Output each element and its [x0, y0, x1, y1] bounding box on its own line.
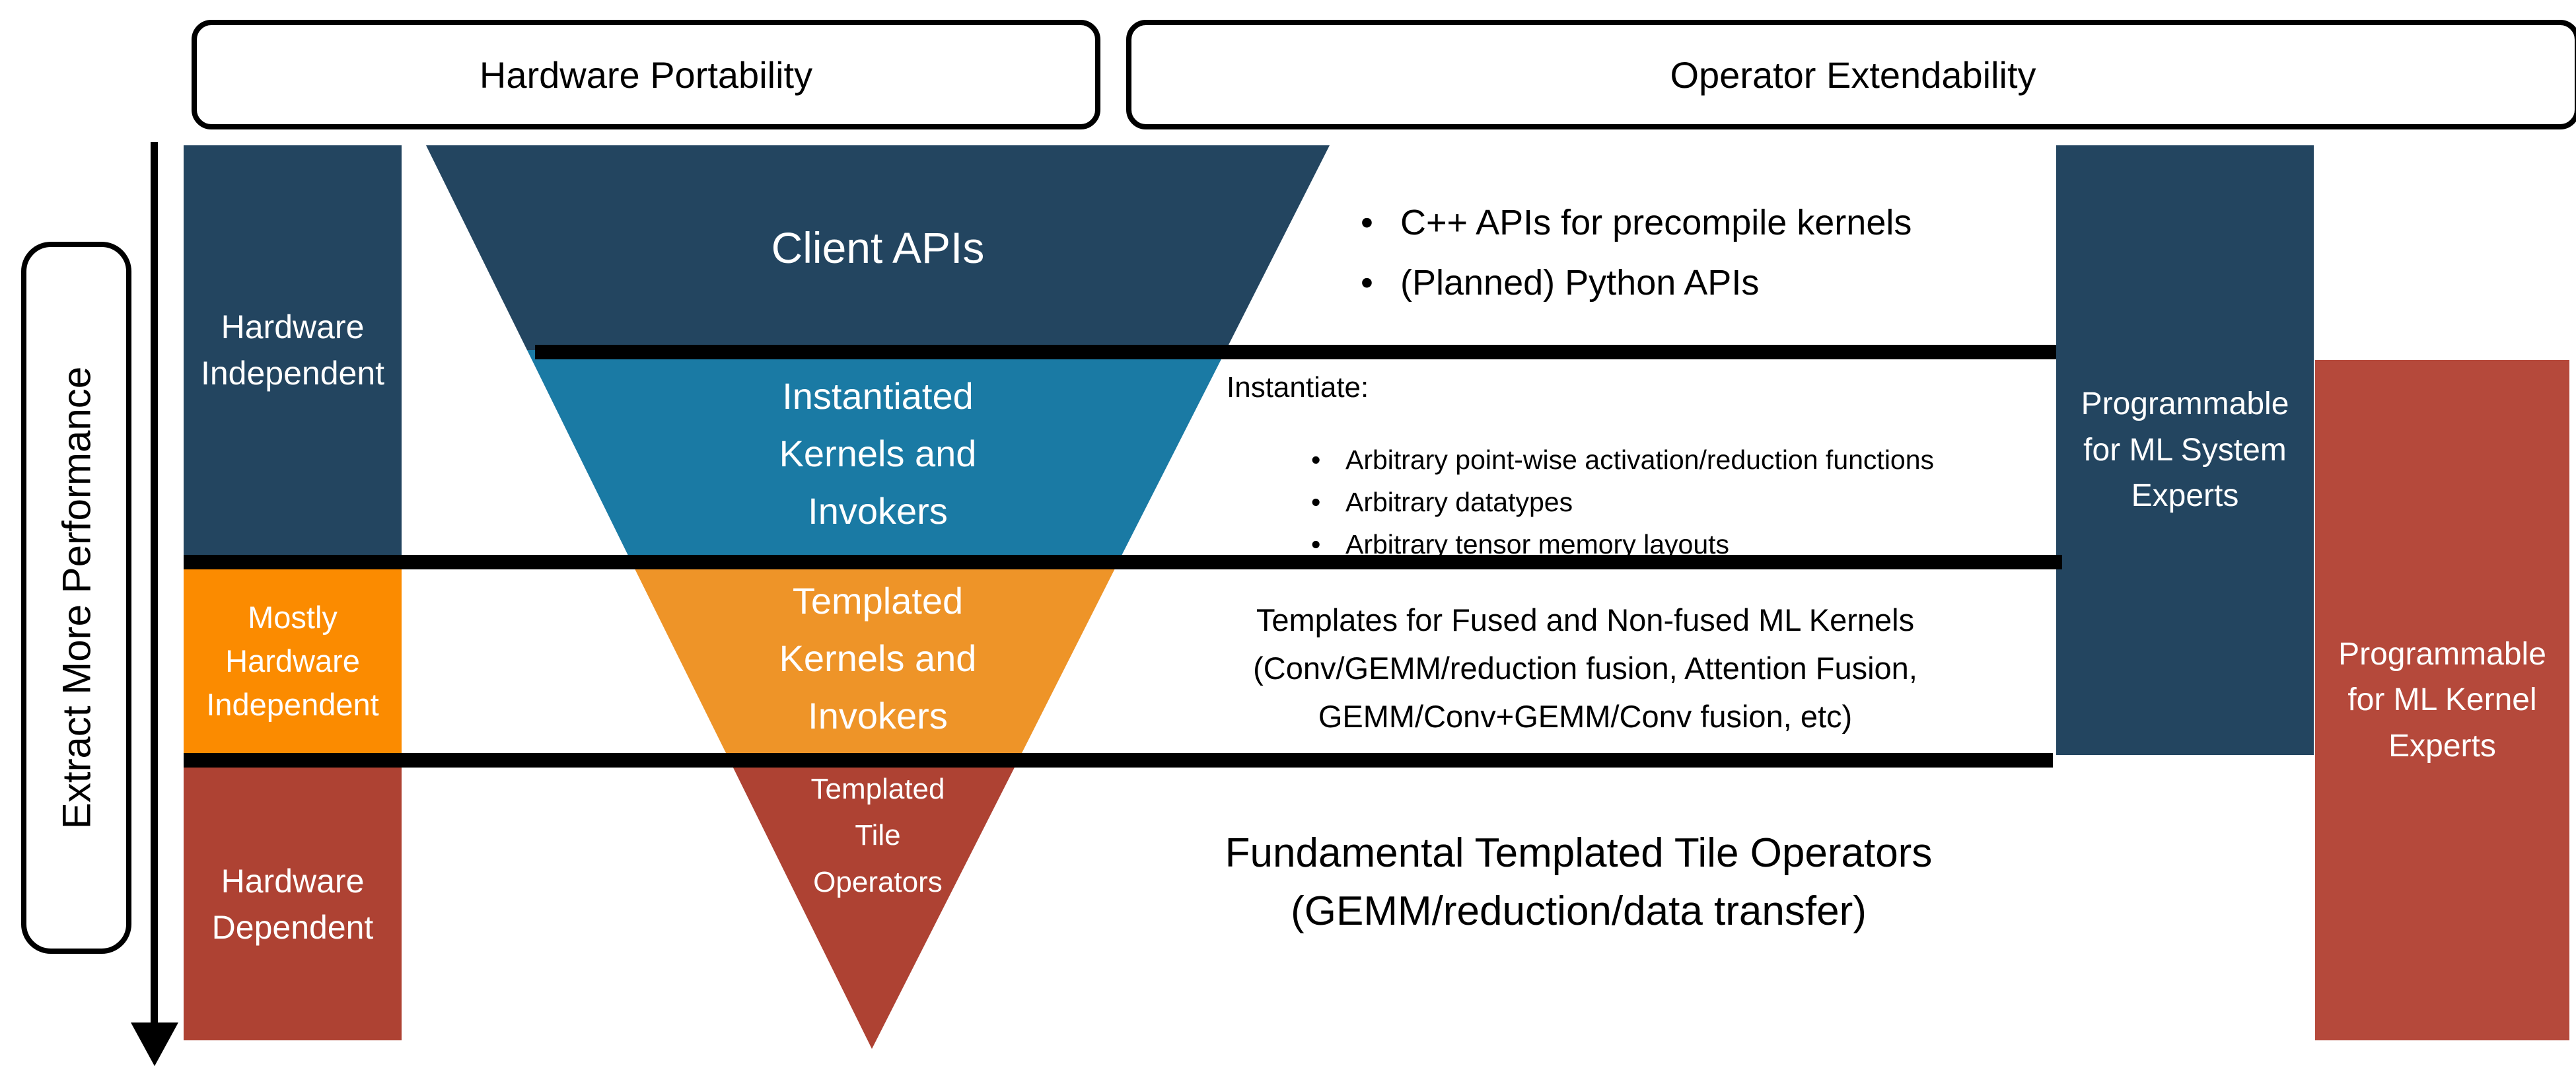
performance-arrow-head-icon: [131, 1022, 178, 1066]
bullet-memory-layouts: Arbitrary tensor memory layouts: [1311, 528, 2091, 561]
ml-system-experts-label: Programmable for ML System Experts: [2081, 386, 2289, 514]
hardware-independent-label: Hardware Independent: [200, 308, 385, 392]
bullet-pointwise-functions: Arbitrary point-wise activation/reductio…: [1311, 444, 2091, 476]
templated-tile-operators-label: Templated Tile Operators: [810, 773, 945, 898]
bullet-python-apis: (Planned) Python APIs: [1361, 262, 2094, 305]
hardware-portability-box: Hardware Portability: [192, 20, 1100, 129]
hardware-dependent-block: Hardware Dependent: [184, 768, 402, 1040]
bullet-datatypes: Arbitrary datatypes: [1311, 486, 2091, 519]
separator-line-3: [184, 753, 2053, 768]
instantiated-kernels-label: Instantiated Kernels and Invokers: [779, 375, 977, 532]
extract-more-performance-label: Extract More Performance: [54, 366, 98, 830]
mostly-hardware-independent-block: Mostly Hardware Independent: [184, 569, 402, 753]
extract-more-performance-box: Extract More Performance: [21, 242, 131, 954]
ml-system-experts-block: Programmable for ML System Experts: [2056, 145, 2314, 755]
separator-line-2: [184, 555, 2062, 569]
hardware-dependent-label: Hardware Dependent: [211, 862, 374, 946]
ml-kernel-experts-block: Programmable for ML Kernel Experts: [2315, 360, 2569, 1040]
hardware-independent-block: Hardware Independent: [184, 145, 402, 555]
instantiate-heading: Instantiate:: [1227, 371, 1369, 404]
funnel-client-apis-band: Client APIs: [426, 145, 1330, 350]
instantiate-bullet-list: Arbitrary point-wise activation/reductio…: [1311, 444, 2091, 571]
hardware-portability-label: Hardware Portability: [479, 54, 813, 96]
separator-line-1: [535, 345, 2056, 359]
client-api-bullet-list: C++ APIs for precompile kernels (Planned…: [1361, 201, 2094, 322]
operator-extendability-box: Operator Extendability: [1126, 20, 2576, 129]
mostly-hardware-independent-label: Mostly Hardware Independent: [206, 600, 379, 722]
templates-annotation: Templates for Fused and Non-fused ML Ker…: [1253, 602, 1917, 734]
ml-kernel-experts-label: Programmable for ML Kernel Experts: [2338, 636, 2546, 764]
funnel: Client APIs Instantiated Kernels and Inv…: [426, 145, 1330, 1049]
bullet-cpp-apis: C++ APIs for precompile kernels: [1361, 201, 2094, 244]
performance-arrow-shaft: [151, 142, 158, 1024]
templated-kernels-label: Templated Kernels and Invokers: [779, 580, 977, 736]
operator-extendability-label: Operator Extendability: [1670, 54, 2036, 96]
fundamental-annotation: Fundamental Templated Tile Operators (GE…: [1225, 830, 1933, 935]
client-apis-label: Client APIs: [771, 223, 985, 272]
funnel-instantiated-band: Instantiated Kernels and Invokers: [527, 350, 1226, 558]
